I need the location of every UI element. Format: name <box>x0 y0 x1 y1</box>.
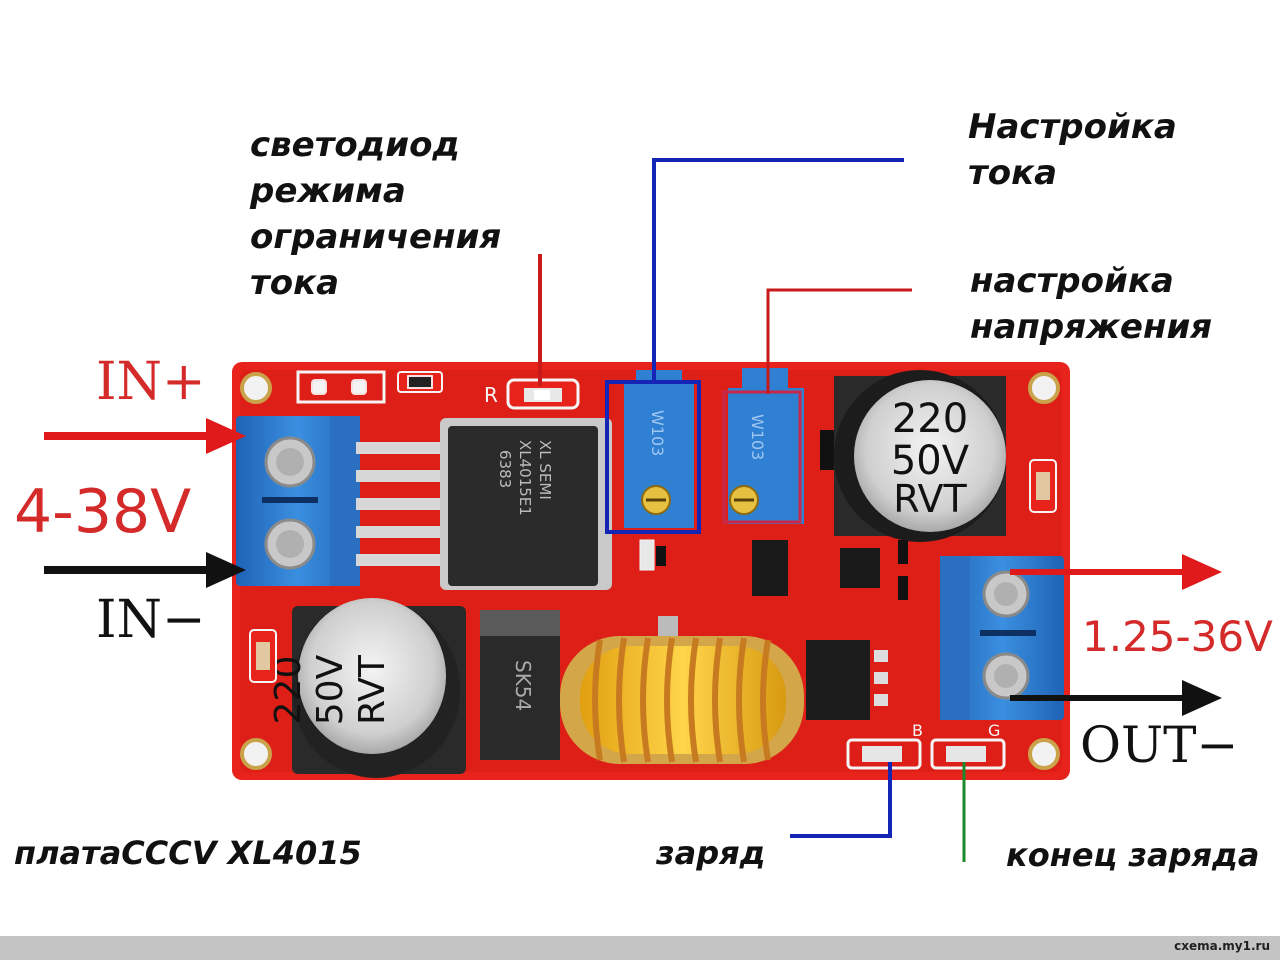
trimmer-current: W103 <box>624 370 694 528</box>
svg-text:W103: W103 <box>748 414 767 460</box>
svg-text:50V: 50V <box>891 438 970 484</box>
watermark-text: cxema.my1.ru <box>1174 939 1270 953</box>
footer-bar <box>0 936 1280 960</box>
label-board-name: платаCCCV XL4015 <box>14 834 362 872</box>
label-voltage-adjust-line1: настройка <box>970 261 1174 301</box>
arrow-in-plus <box>44 418 246 454</box>
silk-g: G <box>988 721 1000 740</box>
svg-text:RVT: RVT <box>893 477 967 521</box>
label-voltage-adjust-line2: напряжения <box>970 307 1213 347</box>
label-current-adjust-line1: Настройка <box>968 107 1177 147</box>
capacitor-bottom: 220 50V RVT <box>268 598 466 778</box>
label-led-limit-line2: режима <box>250 171 406 211</box>
label-charge: заряд <box>656 834 766 872</box>
mounting-holes <box>240 372 1060 770</box>
leader-charge <box>790 762 892 838</box>
svg-text:XL SEMI: XL SEMI <box>536 440 554 500</box>
trimmer-voltage: W103 <box>728 368 804 524</box>
label-led-limit-line1: светодиод <box>250 125 460 165</box>
left-resistor <box>249 629 277 683</box>
label-current-adjust-line2: тока <box>968 153 1058 193</box>
svg-text:6383: 6383 <box>496 450 514 488</box>
sk54-diode: SK54 <box>480 610 560 760</box>
led-charge <box>846 738 922 770</box>
svg-text:220: 220 <box>892 396 968 442</box>
label-charge-end: конец заряда <box>1006 836 1260 874</box>
xl4015-chip: XL SEMI XL4015E1 6383 <box>356 418 612 590</box>
label-in-plus: IN+ <box>96 352 206 412</box>
highlight-box-voltage <box>722 390 802 524</box>
current-sense-ic <box>806 640 888 720</box>
silk-b: B <box>912 721 923 740</box>
silk-r: R <box>484 383 498 407</box>
svg-text:W103: W103 <box>648 410 667 456</box>
capacitor-top: 220 50V RVT <box>834 370 1006 542</box>
label-led-limit-line3: ограничения <box>250 217 502 257</box>
label-voltage-adjust: настройка напряжения <box>970 258 1212 350</box>
label-in-minus: IN− <box>96 590 206 650</box>
svg-text:SK54: SK54 <box>511 660 535 711</box>
label-led-limit: светодиод режима ограничения тока <box>250 122 501 306</box>
label-out-minus: OUT− <box>1080 716 1239 774</box>
arrow-in-minus <box>44 552 246 588</box>
leader-current-adjust <box>652 158 904 382</box>
label-in-range: 4-38V <box>14 477 192 547</box>
svg-text:XL4015E1: XL4015E1 <box>516 440 534 516</box>
label-out-range: 1.25-36V <box>1082 612 1273 661</box>
label-current-adjust: Настройка тока <box>968 104 1177 196</box>
input-terminal-block <box>236 416 360 586</box>
leader-voltage-adjust <box>766 288 912 394</box>
inductor-coil <box>560 636 804 764</box>
svg-text:50V: 50V <box>310 654 351 725</box>
top-pads <box>296 370 443 404</box>
svg-text:RVT: RVT <box>352 654 393 725</box>
arrow-out-minus <box>1010 680 1222 716</box>
led-charge-end <box>930 738 1006 770</box>
output-terminal-block <box>940 556 1064 720</box>
label-led-limit-line4: тока <box>250 263 340 303</box>
led-current-limit <box>506 378 580 410</box>
arrow-out-plus <box>1010 554 1222 590</box>
smd-parts <box>639 430 1057 640</box>
